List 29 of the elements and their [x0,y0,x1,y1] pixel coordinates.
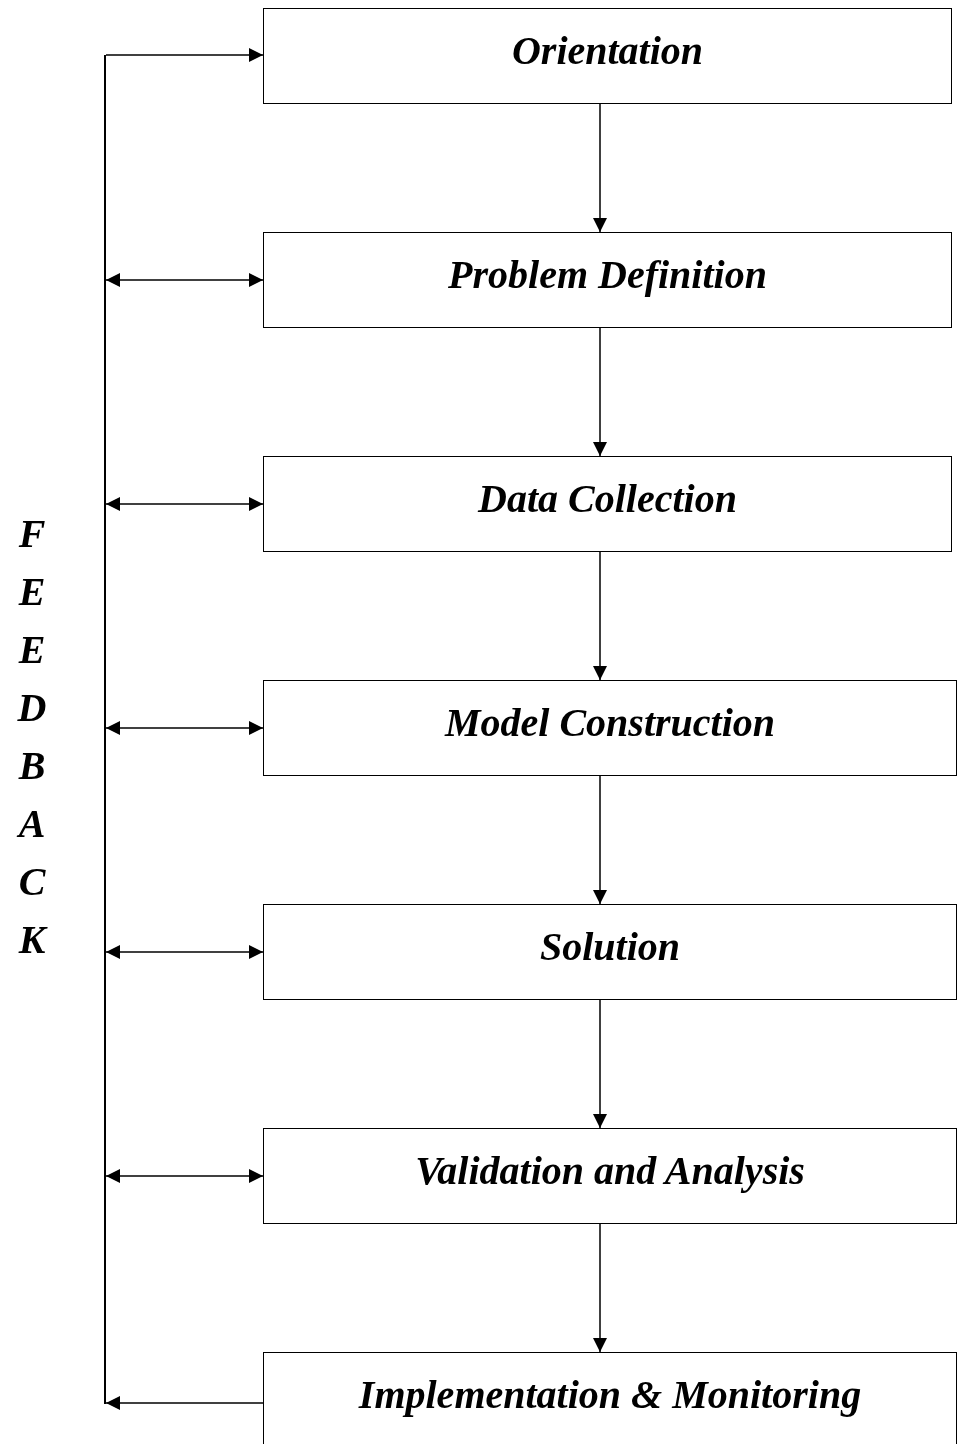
feedback-line [104,55,106,1404]
box-label: Validation and Analysis [415,1147,805,1195]
box-label: Orientation [511,27,704,75]
arrow [105,497,264,511]
arrow [105,945,264,959]
box-label: Model Construction [444,699,776,747]
process-box [263,1352,957,1444]
arrow [105,721,264,735]
arrow [105,273,264,287]
process-box [263,8,952,104]
arrow [593,327,607,457]
arrow [105,1169,264,1183]
process-box [263,904,957,1000]
box-label: Implementation & Monitoring [358,1371,862,1419]
vertical-label: FEEDBACK [15,510,49,964]
arrow [593,775,607,905]
process-box [263,232,952,328]
process-box [263,456,952,552]
arrow [593,103,607,233]
arrow [105,1396,264,1410]
arrow [105,48,264,62]
box-label: Solution [539,923,681,971]
process-box [263,1128,957,1224]
arrow [593,999,607,1129]
box-label: Problem Definition [448,251,767,299]
box-label: Data Collection [478,475,737,523]
arrow [593,1223,607,1353]
process-box [263,680,957,776]
arrow [593,551,607,681]
